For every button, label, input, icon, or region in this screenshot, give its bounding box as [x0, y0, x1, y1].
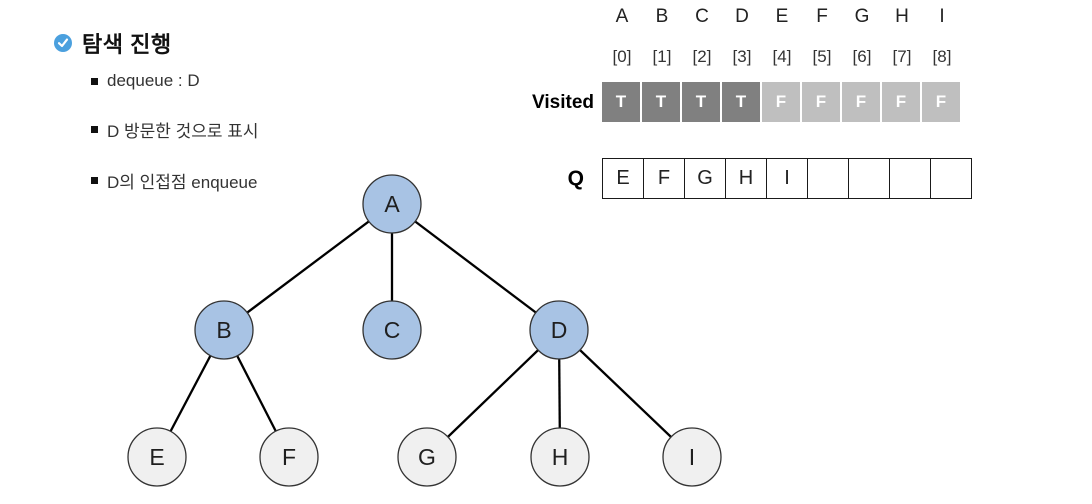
- array-index: [2]: [692, 47, 712, 66]
- visited-cell: F: [802, 82, 840, 122]
- visited-label: Visited: [532, 92, 594, 113]
- queue-cell: H: [725, 158, 767, 199]
- title-row: 탐색 진행: [54, 27, 172, 59]
- array-index: [5]: [812, 47, 832, 66]
- bullet-square-icon: [91, 77, 98, 85]
- queue-label: Q: [567, 167, 584, 190]
- tree-edge-D-G: [426, 329, 560, 458]
- tree-node-label-D: D: [551, 317, 568, 343]
- array-index: [0]: [612, 47, 632, 66]
- queue-cell: G: [684, 158, 726, 199]
- visited-cell: F: [762, 82, 800, 122]
- tree-node-label-F: F: [282, 444, 296, 470]
- tree-node-G: [397, 427, 457, 487]
- visited-cell: T: [722, 82, 760, 122]
- tree-node-label-A: A: [384, 191, 400, 217]
- node-letter: I: [939, 6, 945, 27]
- array-index: [4]: [772, 47, 792, 66]
- node-letter: C: [695, 6, 709, 27]
- tree-node-C: [362, 300, 422, 360]
- array-index: [8]: [932, 47, 952, 66]
- queue-cell: I: [766, 158, 808, 199]
- tree-node-label-H: H: [552, 444, 569, 470]
- array-indices-row: [0] [1] [2] [3] [4] [5] [6] [7] [8]: [602, 47, 962, 67]
- tree-node-A: [362, 174, 422, 234]
- node-letter: D: [735, 6, 749, 27]
- bullet-square-icon: [91, 126, 98, 133]
- tree-edge-D-I: [558, 329, 693, 458]
- node-letter: F: [816, 6, 828, 27]
- tree-node-label-E: E: [149, 444, 164, 470]
- node-letter: B: [655, 6, 669, 27]
- tree-node-label-G: G: [418, 444, 436, 470]
- tree-edge-A-B: [223, 203, 393, 331]
- array-index: [6]: [852, 47, 872, 66]
- visited-cell: F: [922, 82, 960, 122]
- node-letter: A: [615, 6, 629, 27]
- array-index: [7]: [892, 47, 912, 66]
- node-letter: E: [775, 6, 789, 27]
- queue-cell: E: [602, 158, 644, 199]
- queue-cell: [930, 158, 972, 199]
- bullet-text: dequeue : D: [107, 71, 200, 90]
- visited-cell: T: [642, 82, 680, 122]
- queue-cell: [889, 158, 931, 199]
- bullet-item: dequeue : D: [91, 71, 259, 91]
- tree-node-D: [529, 300, 589, 360]
- visited-cell: F: [842, 82, 880, 122]
- bullet-item: D 방문한 것으로 표시: [91, 117, 259, 142]
- node-letter: G: [854, 6, 870, 27]
- tree-node-label-C: C: [384, 317, 401, 343]
- tree-node-I: [662, 427, 722, 487]
- tree-node-E: [127, 427, 187, 487]
- tree-node-F: [259, 427, 319, 487]
- queue-cell: F: [643, 158, 685, 199]
- bullet-item: D의 인접점 enqueue: [91, 168, 259, 193]
- tree-node-label-I: I: [689, 444, 695, 470]
- bullet-text: D의 인접점 enqueue: [107, 173, 258, 192]
- node-letters-row: A B C D E F G H I: [602, 6, 962, 28]
- tree-node-B: [194, 300, 254, 360]
- bullet-square-icon: [91, 177, 98, 184]
- bullet-list: dequeue : D D 방문한 것으로 표시 D의 인접점 enqueue: [91, 71, 259, 219]
- node-letter: H: [895, 6, 909, 27]
- tree-edge-A-D: [391, 203, 560, 331]
- tree-node-H: [530, 427, 590, 487]
- visited-cell: T: [602, 82, 640, 122]
- tree-node-label-B: B: [216, 317, 231, 343]
- check-circle-icon: [54, 34, 72, 52]
- array-index: [3]: [732, 47, 752, 66]
- visited-cell: F: [882, 82, 920, 122]
- array-index: [1]: [652, 47, 672, 66]
- visited-cell: T: [682, 82, 720, 122]
- page-title: 탐색 진행: [82, 32, 172, 57]
- bullet-text: D 방문한 것으로 표시: [107, 122, 259, 141]
